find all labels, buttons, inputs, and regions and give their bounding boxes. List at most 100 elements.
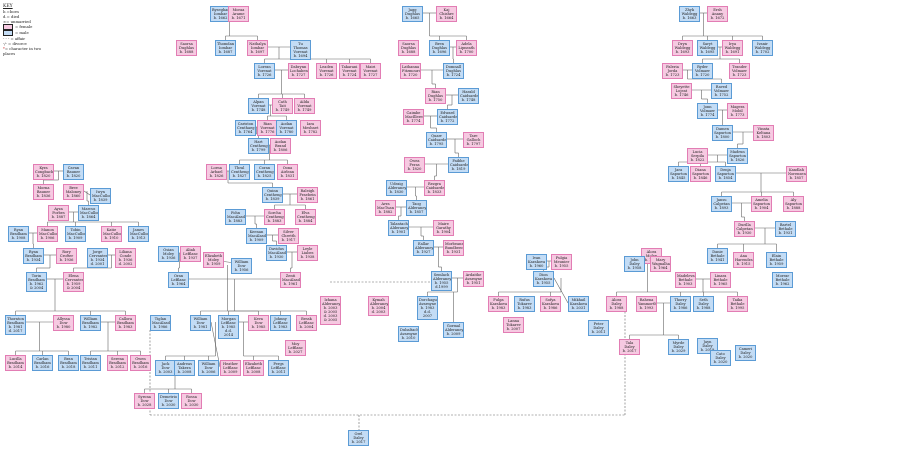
person-dates: b. 2027 (288, 350, 303, 355)
person-name: Madrun Sapurton (729, 150, 746, 159)
person-name: Danie Bethale (710, 250, 725, 259)
person-name: Manon MacCulloch (39, 228, 57, 237)
person-dates: b. 1827 (232, 174, 247, 179)
person-dates: b. 2003 & 2005 d. 2003 & 2005 (323, 306, 338, 323)
person-name: Serena Bradham (109, 357, 126, 366)
person-dates: b. 1888 (786, 206, 801, 211)
person-dates: b. 1748 (251, 108, 266, 113)
person-dates: b. 1934 d. 2001 (90, 258, 105, 267)
person-dates: b. 1993 (639, 306, 654, 311)
person-name: Durilla Calpetan (736, 223, 753, 232)
person-name: Linara Bethale (713, 274, 728, 283)
person-dates: b. 1988 (696, 306, 711, 311)
person-dates: b. 1724 (446, 73, 461, 78)
person-dates: b. 1951 (466, 281, 481, 286)
person-dates: b. 2028 (137, 403, 152, 408)
person-name: Kaj Chishre (439, 8, 454, 17)
person-dates: b. 1697 (250, 50, 265, 55)
person-name: John Daley (629, 258, 640, 267)
person-name: Leyle Liabes (301, 247, 314, 256)
legend-born: b.=born (3, 9, 19, 14)
legend-died: d.= died (3, 14, 20, 19)
person-dates: b. 2018 (61, 365, 76, 370)
person-dates: b. 1795 (429, 142, 444, 147)
person-dates: b. 1962 (775, 282, 790, 287)
person-dates: b. 1748 (461, 98, 476, 103)
female-swatch (3, 24, 13, 30)
person-name: Rian Dughlas (428, 90, 443, 99)
person-name: Jansu Calpetan (713, 198, 730, 207)
person-dates: b. 2003 (158, 370, 173, 375)
person-dates: b. 1901 (391, 230, 406, 235)
person-name: Gwen Bradham (132, 357, 149, 366)
person-node: Faibhe Caidsardeanb. 1819 (448, 157, 469, 174)
legend-female-row: = female (3, 24, 51, 30)
person-name: Ryder Volmaer (695, 65, 710, 74)
person-dates: b. 1822 (690, 158, 705, 163)
person-name: Leaden Vorenat (319, 65, 334, 74)
person-name: Raleigh Fraebein (299, 189, 316, 198)
person-dates: b. 2006 (201, 370, 216, 375)
person-name: Osian Moley (162, 248, 175, 257)
person-name: Taog Alderaney (408, 202, 427, 211)
person-name: Torin Bradham (28, 274, 45, 283)
person-dates: b. 1906 (40, 236, 55, 241)
person-name: Sheyette Lojeat (673, 85, 690, 94)
person-name: Morbeann Bundbeech (445, 242, 464, 251)
person-name: Jorge Cervantes (89, 250, 108, 259)
person-name: Bysegham Iombar (212, 8, 231, 17)
person-name: Gormal Alderaney (445, 324, 464, 333)
person-name: Aly Sapurton (785, 198, 802, 207)
person-dates: b. 1691 (725, 50, 740, 55)
person-name: Aodan Vorenat (279, 122, 294, 131)
person-dates: b. 1752 (714, 93, 729, 98)
person-name: Andreas Takera (176, 362, 193, 371)
person-name: Demetrio Dow (160, 395, 178, 404)
person-node: Harald Caidsardeanb. 1748 (458, 88, 479, 105)
person-name: Maire Garathy (436, 222, 451, 231)
person-dates: b. 1826 (730, 158, 745, 163)
person-name: Domnall Dughlas (445, 65, 462, 74)
person-dates: b. 1981 (193, 325, 208, 330)
person-name: Keenan MacAlasdair (248, 230, 266, 239)
person-name: Edward Caidsardean (439, 111, 458, 120)
person-name: James MacCulloch (130, 228, 148, 237)
person-name: Lorran Vorenat (257, 65, 272, 74)
person-dates: b. 1980 (56, 325, 71, 330)
person-dates: b. 1825 (257, 174, 272, 179)
person-name: Zhyk Waldegg (681, 8, 698, 17)
person-dates: b. 1986 (543, 306, 558, 311)
person-name: Eallar Alderaney (415, 242, 434, 251)
person-name: Tu Thomas Vorenat (293, 42, 308, 55)
